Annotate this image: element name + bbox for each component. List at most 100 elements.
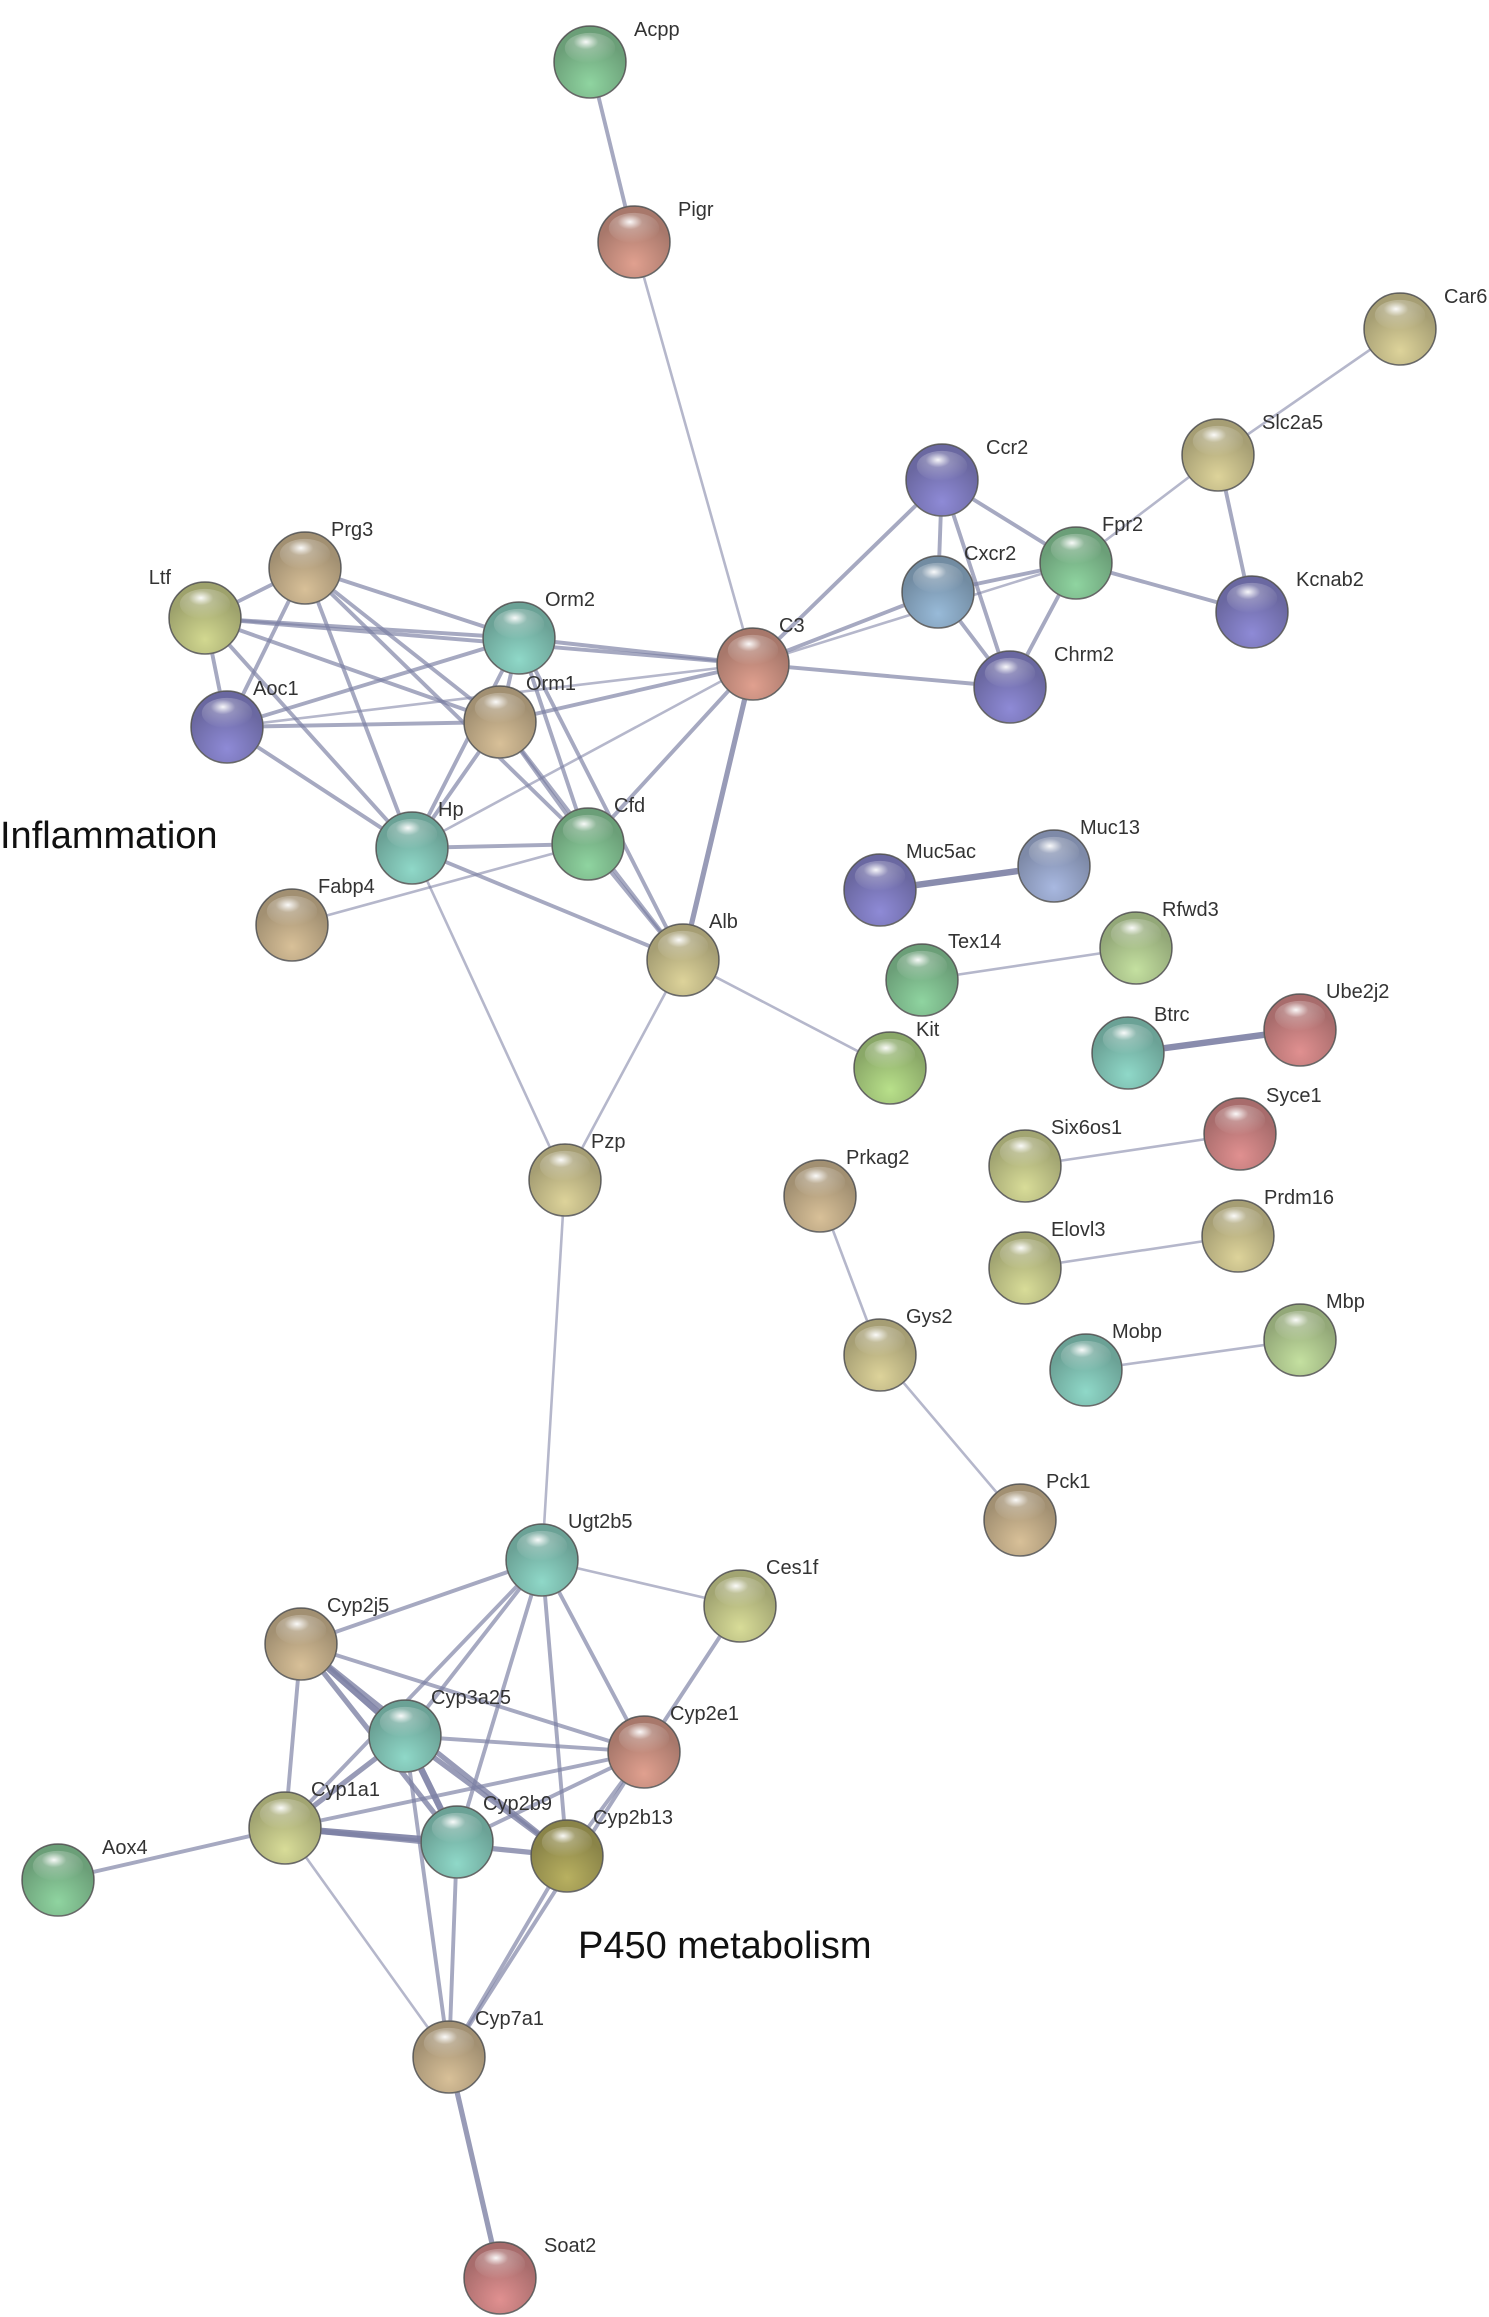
node-gys2[interactable]: Gys2 — [843, 1306, 953, 1392]
node-slc2a5[interactable]: Slc2a5 — [1181, 412, 1323, 492]
edge-alb-pzp — [563, 958, 685, 1182]
node-soat2[interactable]: Soat2 — [463, 2235, 596, 2315]
node-alb[interactable]: Alb — [646, 911, 738, 997]
node-label-btrc: Btrc — [1154, 1004, 1190, 1026]
node-label-cyp7a1: Cyp7a1 — [475, 2008, 544, 2030]
node-highlight — [864, 1038, 916, 1070]
node-ccr2[interactable]: Ccr2 — [905, 437, 1028, 517]
node-label-prg3: Prg3 — [331, 519, 373, 541]
node-cfd[interactable]: Cfd — [551, 795, 645, 881]
edge-cyp2e1-cyp7a1 — [447, 1750, 646, 2059]
node-cyp2b9[interactable]: Cyp2b9 — [420, 1793, 552, 1879]
node-ugt2b5[interactable]: Ugt2b5 — [505, 1511, 633, 1597]
node-highlight — [1214, 1104, 1266, 1136]
edge-cyp3a25-cyp7a1 — [403, 1734, 451, 2059]
node-label-car6: Car6 — [1444, 286, 1487, 308]
node-label-six6os1: Six6os1 — [1051, 1117, 1122, 1139]
node-mobp[interactable]: Mobp — [1049, 1321, 1162, 1407]
node-six6os1[interactable]: Six6os1 — [988, 1117, 1122, 1203]
node-label-rfwd3: Rfwd3 — [1162, 899, 1219, 921]
node-highlight — [896, 950, 948, 982]
node-label-alb: Alb — [709, 911, 738, 933]
edge-car6-slc2a5 — [1216, 327, 1402, 457]
edge-ltf-orm1 — [203, 616, 502, 724]
node-prkag2[interactable]: Prkag2 — [783, 1147, 909, 1233]
node-aox4[interactable]: Aox4 — [21, 1837, 148, 1917]
node-car6[interactable]: Car6 — [1363, 286, 1487, 366]
node-syce1[interactable]: Syce1 — [1203, 1085, 1322, 1171]
node-label-aoc1: Aoc1 — [253, 678, 299, 700]
node-prg3[interactable]: Prg3 — [268, 519, 373, 605]
edge-orm2-alb — [517, 636, 685, 962]
node-highlight — [516, 1530, 568, 1562]
node-muc5ac[interactable]: Muc5ac — [843, 841, 976, 927]
node-acpp[interactable]: Acpp — [553, 19, 680, 99]
node-label-mobp: Mobp — [1112, 1321, 1162, 1343]
node-label-cyp1a1: Cyp1a1 — [311, 1779, 380, 1801]
node-mbp[interactable]: Mbp — [1263, 1291, 1365, 1377]
node-highlight — [1050, 533, 1102, 565]
node-hp[interactable]: Hp — [375, 799, 464, 885]
node-highlight — [916, 450, 968, 482]
node-aoc1[interactable]: Aoc1 — [190, 678, 299, 764]
node-label-slc2a5: Slc2a5 — [1262, 412, 1323, 434]
node-cyp2e1[interactable]: Cyp2e1 — [607, 1703, 739, 1789]
edge-aoc1-orm2 — [225, 636, 521, 729]
node-pck1[interactable]: Pck1 — [983, 1471, 1090, 1557]
edge-ugt2b5-cyp2j5 — [299, 1558, 544, 1646]
node-prdm16[interactable]: Prdm16 — [1201, 1187, 1334, 1273]
node-label-fpr2: Fpr2 — [1102, 514, 1143, 536]
node-highlight — [386, 818, 438, 850]
edge-ugt2b5-cyp2b9 — [455, 1558, 544, 1844]
node-label-aox4: Aox4 — [102, 1837, 148, 1859]
edge-orm2-c3 — [517, 636, 755, 666]
node-highlight — [1102, 1023, 1154, 1055]
node-highlight — [657, 930, 709, 962]
edge-cyp2e1-cyp1a1 — [283, 1750, 646, 1830]
node-ube2j2[interactable]: Ube2j2 — [1263, 981, 1389, 1067]
p450-group-label: P450 metabolism — [578, 1925, 872, 1967]
node-label-ugt2b5: Ugt2b5 — [568, 1511, 633, 1533]
node-c3[interactable]: C3 — [716, 615, 805, 701]
node-cyp7a1[interactable]: Cyp7a1 — [412, 2008, 544, 2094]
node-highlight — [32, 1850, 84, 1882]
node-kit[interactable]: Kit — [853, 1019, 940, 1105]
node-highlight — [1028, 836, 1080, 868]
node-tex14[interactable]: Tex14 — [885, 931, 1001, 1017]
node-label-cyp2j5: Cyp2j5 — [327, 1595, 389, 1617]
edge-pigr-c3 — [632, 240, 755, 666]
node-highlight — [999, 1136, 1051, 1168]
node-pigr[interactable]: Pigr — [597, 199, 714, 279]
edge-cyp1a1-cyp7a1 — [283, 1826, 451, 2059]
node-muc13[interactable]: Muc13 — [1017, 817, 1140, 903]
node-label-prkag2: Prkag2 — [846, 1147, 909, 1169]
node-orm1[interactable]: Orm1 — [463, 673, 576, 759]
node-ltf[interactable]: Ltf — [149, 567, 242, 655]
node-fabp4[interactable]: Fabp4 — [255, 876, 375, 962]
node-orm2[interactable]: Orm2 — [482, 589, 595, 675]
node-label-c3: C3 — [779, 615, 805, 637]
node-cyp2j5[interactable]: Cyp2j5 — [264, 1595, 389, 1681]
node-cyp3a25[interactable]: Cyp3a25 — [368, 1687, 511, 1773]
node-kcnab2[interactable]: Kcnab2 — [1215, 569, 1364, 649]
node-rfwd3[interactable]: Rfwd3 — [1099, 899, 1219, 985]
node-ces1f[interactable]: Ces1f — [703, 1557, 819, 1643]
inflammation-group-label: Inflammation — [0, 815, 218, 857]
node-label-fabp4: Fabp4 — [318, 876, 375, 898]
node-label-soat2: Soat2 — [544, 2235, 596, 2257]
node-chrm2[interactable]: Chrm2 — [973, 644, 1114, 724]
node-fpr2[interactable]: Fpr2 — [1039, 514, 1143, 600]
node-cyp2b13[interactable]: Cyp2b13 — [530, 1807, 673, 1893]
node-label-kcnab2: Kcnab2 — [1296, 569, 1364, 591]
edge-ugt2b5-cyp3a25 — [403, 1558, 544, 1738]
node-cyp1a1[interactable]: Cyp1a1 — [248, 1779, 380, 1865]
node-cxcr2[interactable]: Cxcr2 — [901, 543, 1016, 629]
node-elovl3[interactable]: Elovl3 — [988, 1219, 1105, 1305]
node-btrc[interactable]: Btrc — [1091, 1004, 1190, 1090]
edge-ltf-c3 — [203, 616, 755, 666]
node-pzp[interactable]: Pzp — [528, 1131, 625, 1217]
node-label-gys2: Gys2 — [906, 1306, 953, 1328]
edge-ugt2b5-cyp2b13 — [540, 1558, 569, 1858]
